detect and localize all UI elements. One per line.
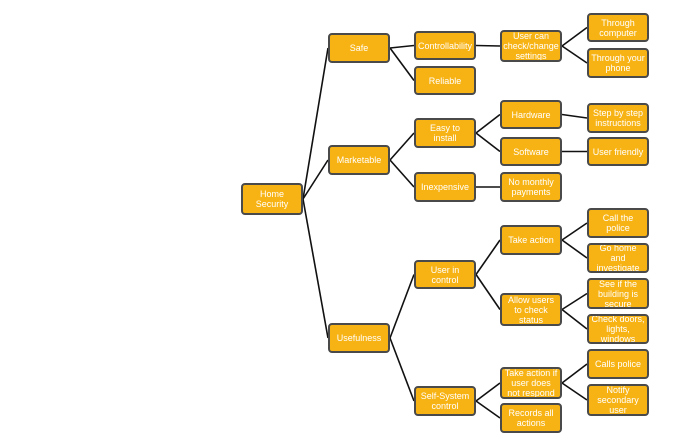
node-no-monthly-payments: No monthly payments bbox=[500, 172, 562, 202]
connector-safe-to-ctrl bbox=[389, 44, 415, 49]
connector-root-to-mkt bbox=[302, 159, 329, 200]
node-hardware: Hardware bbox=[500, 100, 562, 129]
node-take-action-if-user-does-not-respond: Take action if user does not respond bbox=[500, 367, 562, 399]
connector-uic-to-ta bbox=[475, 239, 501, 275]
node-easy-to-install: Easy to install bbox=[414, 118, 476, 148]
node-self-system-control: Self-System control bbox=[414, 386, 476, 416]
connector-acs-to-cdl bbox=[561, 308, 588, 330]
connector-easy-to-sw bbox=[475, 132, 501, 153]
connector-safe-to-rel bbox=[389, 47, 415, 81]
node-inexpensive: Inexpensive bbox=[414, 172, 476, 202]
node-usefulness: Usefulness bbox=[328, 323, 390, 353]
node-software: Software bbox=[500, 137, 562, 166]
connector-ssc-to-raa bbox=[475, 400, 501, 419]
connector-mkt-to-easy bbox=[389, 132, 415, 161]
connector-uic-to-acs bbox=[475, 274, 501, 310]
connector-use-to-uic bbox=[389, 274, 415, 339]
node-user-friendly: User friendly bbox=[587, 137, 649, 166]
node-marketable: Marketable bbox=[328, 145, 390, 175]
node-reliable: Reliable bbox=[414, 66, 476, 95]
node-home-security: Home Security bbox=[241, 183, 303, 215]
connector-tan-to-nsu bbox=[561, 382, 588, 401]
node-user-can-check-change-settings: User can check/change settings bbox=[500, 30, 562, 62]
connector-ta-to-ghi bbox=[561, 239, 588, 259]
node-controllability: Controllability bbox=[414, 31, 476, 60]
node-through-your-phone: Through your phone bbox=[587, 48, 649, 78]
connector-mkt-to-inexp bbox=[389, 159, 415, 188]
node-call-the-police: Call the police bbox=[587, 208, 649, 238]
node-calls-police: Calls police bbox=[587, 349, 649, 379]
node-allow-users-to-check-status: Allow users to check status bbox=[500, 293, 562, 326]
connector-root-to-use bbox=[302, 198, 329, 339]
node-notify-secondary-user: Notify secondary user bbox=[587, 384, 649, 416]
connector-ctrl-to-ucs bbox=[475, 44, 501, 47]
node-through-computer: Through computer bbox=[587, 13, 649, 42]
connector-root-to-safe bbox=[302, 47, 329, 200]
connector-ta-to-ctp bbox=[561, 222, 588, 241]
node-records-all-actions: Records all actions bbox=[500, 403, 562, 433]
connector-hw-to-step bbox=[561, 113, 588, 119]
connector-ucs-to-phone bbox=[561, 45, 588, 64]
node-step-by-step-instructions: Step by step instructions bbox=[587, 103, 649, 133]
connector-ucs-to-comp bbox=[561, 26, 588, 47]
connector-ssc-to-tan bbox=[475, 382, 501, 402]
node-check-doors-lights-windows: Check doors, lights, windows bbox=[587, 314, 649, 344]
node-safe: Safe bbox=[328, 33, 390, 63]
node-take-action: Take action bbox=[500, 225, 562, 255]
node-go-home-and-investigate: Go home and investigate bbox=[587, 243, 649, 273]
connector-easy-to-hw bbox=[475, 113, 501, 134]
connector-tan-to-cp bbox=[561, 363, 588, 384]
connector-acs-to-sec bbox=[561, 292, 588, 311]
node-see-if-building-is-secure: See if the building is secure bbox=[587, 278, 649, 309]
connector-use-to-ssc bbox=[389, 337, 415, 402]
node-user-in-control: User in control bbox=[414, 260, 476, 289]
